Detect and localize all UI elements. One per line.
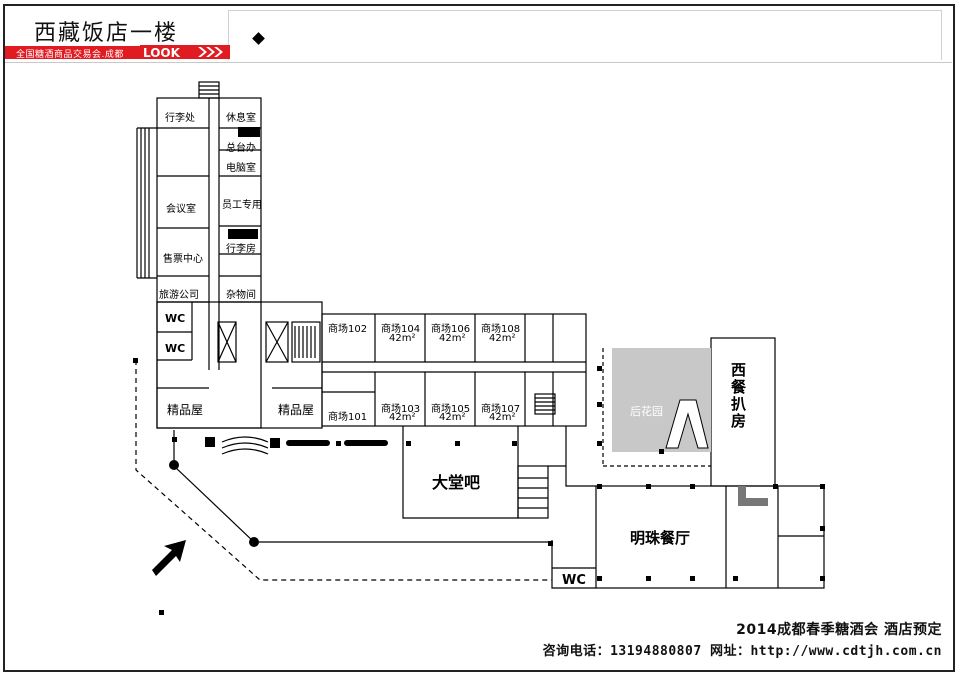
room-wc-3: WC <box>562 573 586 588</box>
logo-text: LOOK <box>143 46 181 59</box>
room-luggage-office: 行李处 <box>165 113 195 124</box>
footer-event: 2014成都春季糖酒会 酒店预定 <box>736 622 942 638</box>
header-strip <box>5 10 952 63</box>
room-lounge: 休息室 <box>226 113 256 124</box>
room-luggage-room: 行李房 <box>226 244 256 255</box>
entry-arrow-icon <box>152 540 186 576</box>
shop-103-area: 42m² <box>389 412 416 423</box>
title-box <box>7 14 227 46</box>
room-shop-105: 商场105 <box>431 404 471 415</box>
page-title: 西藏饭店一楼 <box>34 21 179 46</box>
room-shop-107: 商场107 <box>481 404 521 415</box>
room-boutique-left: 精品屋 <box>167 403 204 417</box>
shop-106-area: 42m² <box>439 333 466 344</box>
room-shop-102: 商场102 <box>328 324 368 335</box>
header-panel <box>228 10 942 60</box>
room-storage: 杂物间 <box>226 290 256 301</box>
room-front-desk-office: 总台办 <box>226 143 256 154</box>
room-pearl-restaurant: 明珠餐厅 <box>630 529 691 547</box>
room-shop-103: 商场103 <box>381 404 421 415</box>
look-logo: LOOK <box>140 45 230 59</box>
room-shop-106: 商场106 <box>431 324 471 335</box>
shop-104-area: 42m² <box>389 333 416 344</box>
page-frame <box>3 4 955 672</box>
subtitle-text: 全国糖酒商品交易会.成都 <box>16 50 124 60</box>
room-staff-only: 员工专用 <box>222 200 262 211</box>
room-western-restaurant: 西餐扒房 <box>729 362 747 430</box>
room-computer: 电脑室 <box>226 163 256 174</box>
room-garden: 后花园 <box>630 405 663 418</box>
shop-107-area: 42m² <box>489 412 516 423</box>
shop-105-area: 42m² <box>439 412 466 423</box>
room-travel-agency: 旅游公司 <box>159 290 199 301</box>
room-shop-108: 商场108 <box>481 324 521 335</box>
room-lobby-bar: 大堂吧 <box>432 473 481 492</box>
room-shop-101: 商场101 <box>328 412 368 423</box>
room-ticket-center: 售票中心 <box>163 254 203 265</box>
room-meeting: 会议室 <box>166 204 196 215</box>
room-wc-2: WC <box>165 342 186 355</box>
room-wc-1: WC <box>165 312 186 325</box>
shop-108-area: 42m² <box>489 333 516 344</box>
footer-contact: 咨询电话：13194880807 网址：http://www.cdtjh.com… <box>542 644 942 659</box>
room-shop-104: 商场104 <box>381 324 421 335</box>
room-boutique-right: 精品屋 <box>278 403 315 417</box>
